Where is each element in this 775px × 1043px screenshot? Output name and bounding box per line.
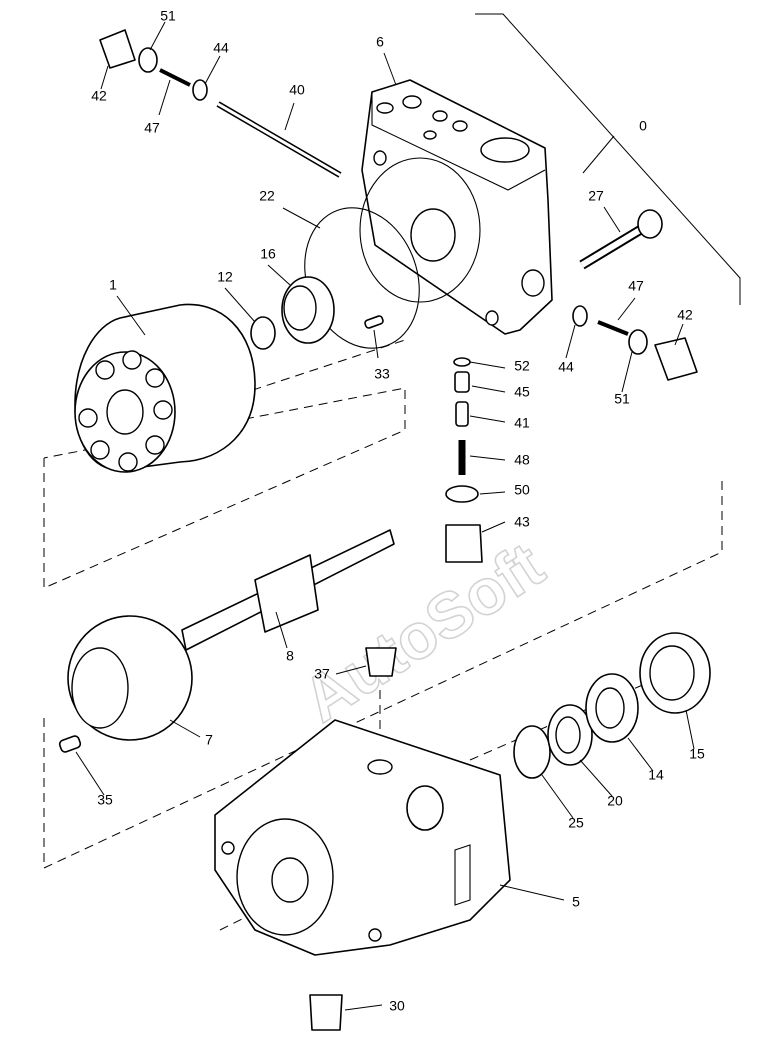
bottom-plug — [309, 994, 343, 1031]
callout-44-upper: 44 — [213, 40, 229, 56]
callout-0: 0 — [639, 118, 647, 134]
seal-ring-right — [628, 329, 648, 355]
callout-51-upper: 51 — [160, 8, 176, 24]
alignment-line-middle — [43, 480, 723, 869]
callout-48: 48 — [514, 452, 530, 468]
callout-42-right: 42 — [677, 307, 693, 323]
circlip — [513, 725, 551, 779]
spring-right — [597, 320, 629, 336]
callout-15: 15 — [689, 746, 705, 762]
seal-ring-upper-left — [138, 47, 158, 73]
callout-5: 5 — [572, 894, 580, 910]
retaining-ring-small — [250, 316, 276, 350]
callout-41: 41 — [514, 415, 530, 431]
callout-27: 27 — [588, 188, 604, 204]
callout-47-right: 47 — [628, 278, 644, 294]
dowel-pin-upper — [364, 315, 384, 329]
dowel-pin-lower — [58, 735, 82, 753]
callout-labels: 0 1 5 6 7 8 12 14 15 16 20 22 25 27 30 3… — [91, 8, 705, 1014]
valve-o-ring — [445, 485, 479, 503]
washer-upper-left — [192, 79, 208, 101]
callout-42-upper: 42 — [91, 88, 107, 104]
callout-20: 20 — [607, 793, 623, 809]
spring-upper-left — [159, 68, 191, 87]
bolt — [579, 209, 663, 270]
cylinder-block — [74, 303, 256, 473]
end-cover-block — [359, 79, 553, 335]
valve-sleeve — [454, 371, 470, 393]
callout-37: 37 — [314, 666, 330, 682]
callout-1: 1 — [109, 277, 117, 293]
callout-52: 52 — [514, 358, 530, 374]
callout-51-right: 51 — [614, 391, 630, 407]
callout-43: 43 — [514, 514, 530, 530]
callout-47-upper: 47 — [144, 120, 160, 136]
control-pin — [216, 101, 342, 178]
callout-22: 22 — [259, 188, 275, 204]
drive-shaft — [181, 529, 395, 651]
callout-30: 30 — [389, 998, 405, 1014]
callout-44-right: 44 — [558, 359, 574, 375]
plug-right — [654, 337, 698, 381]
callout-12: 12 — [217, 269, 233, 285]
swash-plate — [67, 615, 193, 741]
plug-upper-left — [99, 29, 136, 69]
callout-6: 6 — [376, 34, 384, 50]
bearing-small — [281, 276, 335, 344]
assembly-bracket — [475, 13, 741, 305]
snap-ring-valve — [453, 357, 471, 367]
top-plug — [365, 647, 397, 677]
valve-piston — [455, 401, 469, 427]
bearing-large — [639, 632, 711, 714]
callout-16: 16 — [260, 246, 276, 262]
callout-25: 25 — [568, 815, 584, 831]
callout-50: 50 — [514, 482, 530, 498]
callout-33: 33 — [374, 366, 390, 382]
alignment-axis-bearing — [469, 659, 701, 761]
callout-7: 7 — [205, 732, 213, 748]
shim-washer — [585, 673, 639, 743]
leader-lines — [75, 21, 695, 1011]
washer-right — [572, 305, 588, 327]
callout-45: 45 — [514, 384, 530, 400]
spacer-ring — [547, 704, 593, 766]
pump-housing — [214, 719, 511, 956]
valve-plug — [445, 524, 483, 563]
callout-35: 35 — [97, 792, 113, 808]
callout-14: 14 — [648, 767, 664, 783]
callout-40: 40 — [289, 82, 305, 98]
callout-8: 8 — [286, 648, 294, 664]
